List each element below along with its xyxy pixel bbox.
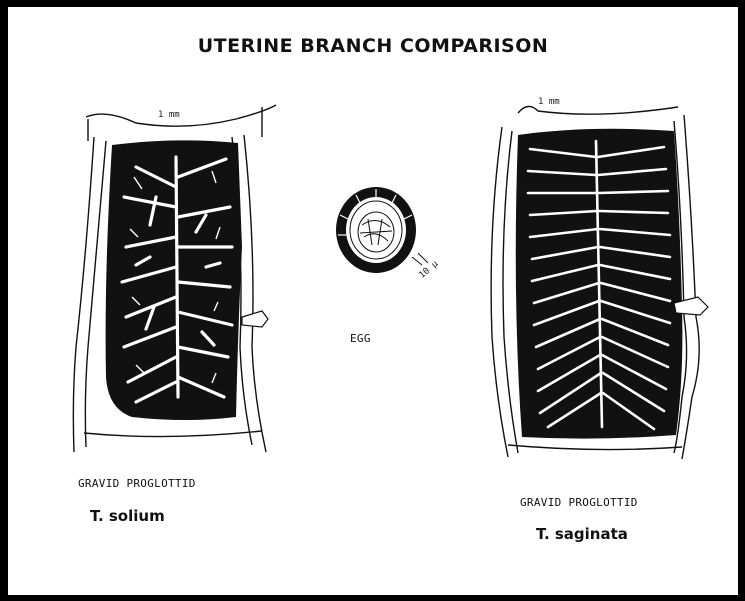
- species-label-saginata: T. saginata: [536, 525, 628, 543]
- scale-bar-saginata: 1 mm: [538, 97, 560, 107]
- caption-solium-gravid: GRAVID PROGLOTTID: [78, 477, 196, 490]
- caption-saginata-gravid: GRAVID PROGLOTTID: [520, 496, 638, 509]
- diagram-frame: UTERINE BRANCH COMPARISON: [8, 7, 738, 595]
- proglottid-saginata-drawing: [478, 97, 718, 467]
- egg-label: EGG: [350, 332, 371, 345]
- egg-drawing: [334, 185, 444, 295]
- proglottid-solium-drawing: [66, 97, 296, 467]
- scale-bar-solium: 1 mm: [158, 110, 180, 120]
- species-label-solium: T. solium: [90, 507, 165, 525]
- page-title: UTERINE BRANCH COMPARISON: [8, 35, 738, 57]
